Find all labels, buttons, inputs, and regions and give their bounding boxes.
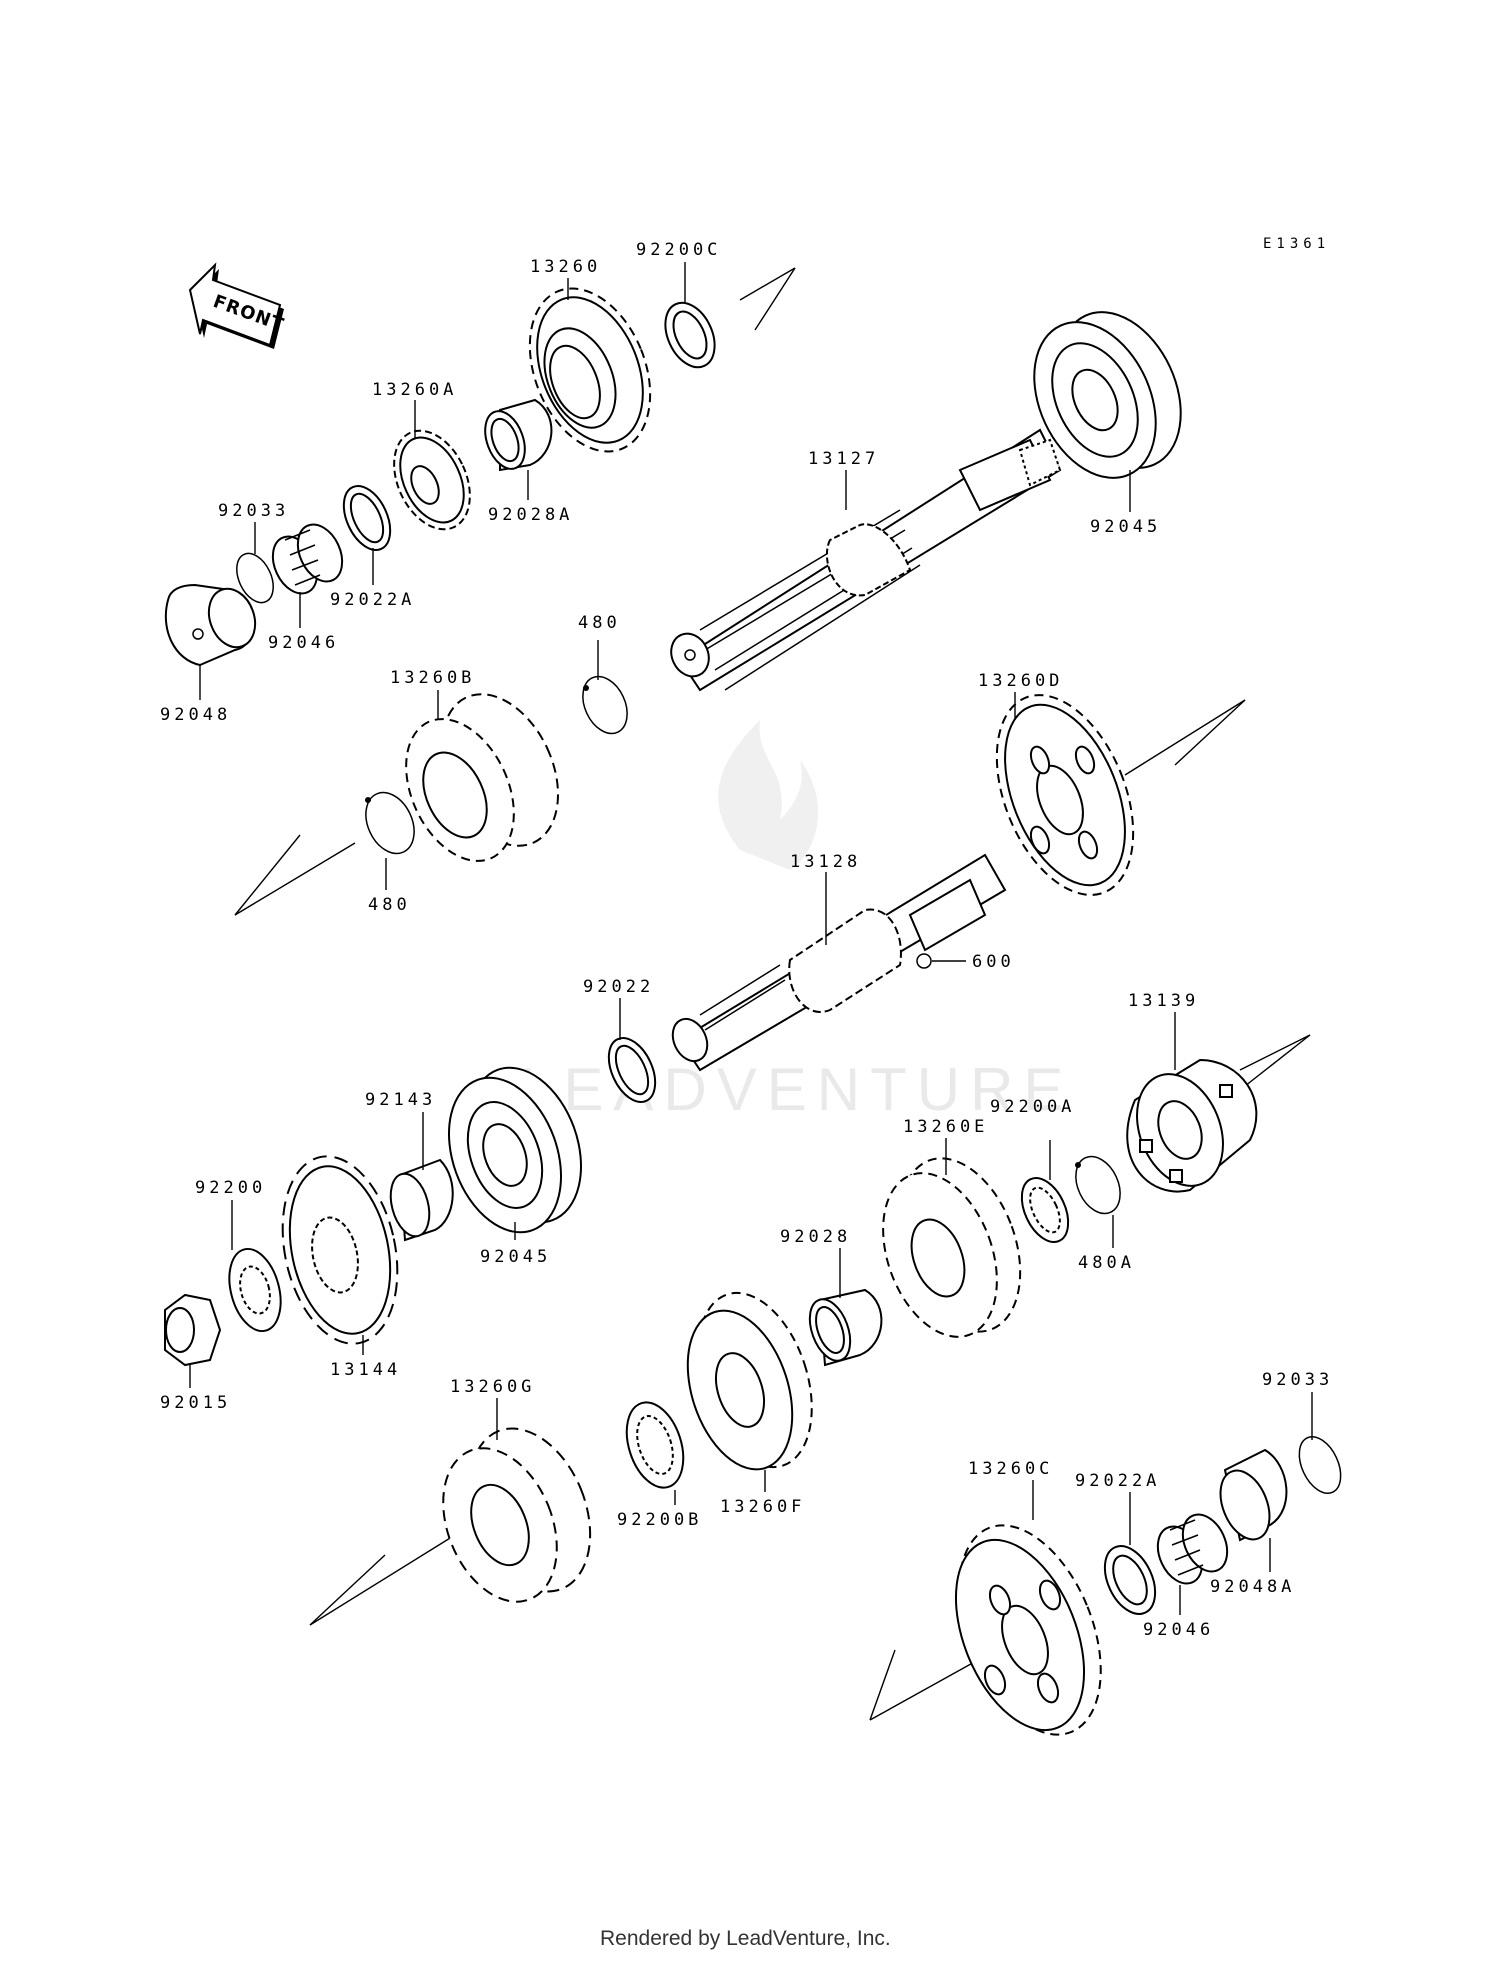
shaft-13128[interactable] bbox=[666, 853, 1007, 1072]
part-labels: 13260 92200C 13260A 92028A 92033 92022A … bbox=[160, 240, 1333, 1640]
collar-92143[interactable] bbox=[384, 1158, 454, 1242]
label-480A[interactable]: 480A bbox=[1078, 1253, 1135, 1273]
collar-92048[interactable] bbox=[164, 582, 263, 667]
circlip-480A[interactable] bbox=[1067, 1149, 1129, 1220]
label-92143[interactable]: 92143 bbox=[365, 1090, 436, 1110]
sprocket-13144[interactable] bbox=[266, 1146, 413, 1355]
label-92046-a[interactable]: 92046 bbox=[268, 633, 339, 653]
leader-lines bbox=[189, 262, 1313, 1615]
gear-13260B[interactable] bbox=[385, 676, 581, 879]
label-92028A[interactable]: 92028A bbox=[488, 505, 573, 525]
label-92045-b[interactable]: 92045 bbox=[480, 1247, 551, 1267]
label-92022A-a[interactable]: 92022A bbox=[330, 590, 415, 610]
label-92200A[interactable]: 92200A bbox=[990, 1097, 1075, 1117]
gear-13260D[interactable] bbox=[970, 675, 1160, 915]
nut-92015[interactable] bbox=[164, 1293, 222, 1367]
label-13260C[interactable]: 13260C bbox=[968, 1459, 1053, 1479]
label-13260E[interactable]: 13260E bbox=[903, 1117, 988, 1137]
label-92022[interactable]: 92022 bbox=[583, 977, 654, 997]
label-92015[interactable]: 92015 bbox=[160, 1393, 231, 1413]
label-92028[interactable]: 92028 bbox=[780, 1227, 851, 1247]
bushing-92028A[interactable] bbox=[478, 398, 553, 474]
label-13260F[interactable]: 13260F bbox=[720, 1497, 805, 1517]
label-92033-a[interactable]: 92033 bbox=[218, 501, 289, 521]
label-92048A[interactable]: 92048A bbox=[1210, 1577, 1295, 1597]
diagram-code: E1361 bbox=[1263, 236, 1330, 252]
label-13260D[interactable]: 13260D bbox=[978, 671, 1063, 691]
label-13139[interactable]: 13139 bbox=[1128, 991, 1199, 1011]
washer-92022A-a[interactable] bbox=[335, 479, 400, 558]
label-13260[interactable]: 13260 bbox=[530, 257, 601, 277]
front-arrow-icon: FRONT bbox=[188, 262, 287, 349]
label-92200B[interactable]: 92200B bbox=[617, 1510, 702, 1530]
washer-92022A-b[interactable] bbox=[1095, 1538, 1165, 1622]
washer-92200C[interactable] bbox=[656, 295, 725, 375]
circlip-480-b[interactable] bbox=[357, 785, 424, 862]
footer-credit: Rendered by LeadVenture, Inc. bbox=[600, 1927, 891, 1950]
needle-bearing-92046-b[interactable] bbox=[1149, 1507, 1236, 1590]
gear-13260G[interactable] bbox=[422, 1411, 613, 1619]
label-600[interactable]: 600 bbox=[972, 952, 1015, 972]
label-13260G[interactable]: 13260G bbox=[450, 1377, 535, 1397]
needle-bearing-92046-a[interactable] bbox=[264, 517, 351, 600]
washer-92022[interactable] bbox=[600, 1031, 665, 1110]
label-13127[interactable]: 13127 bbox=[808, 449, 879, 469]
washer-92200B[interactable] bbox=[617, 1395, 694, 1495]
bushing-92028[interactable] bbox=[802, 1288, 883, 1367]
circlip-480-a[interactable] bbox=[574, 669, 636, 740]
label-480-a[interactable]: 480 bbox=[578, 613, 621, 633]
label-92045-a[interactable]: 92045 bbox=[1090, 517, 1161, 537]
label-13260A[interactable]: 13260A bbox=[372, 380, 457, 400]
hub-13139[interactable] bbox=[1121, 1058, 1258, 1199]
washer-92200A[interactable] bbox=[1013, 1171, 1078, 1250]
label-13128[interactable]: 13128 bbox=[790, 852, 861, 872]
bearing-92045-b[interactable] bbox=[429, 1052, 601, 1248]
label-13144[interactable]: 13144 bbox=[330, 1360, 401, 1380]
label-92200C[interactable]: 92200C bbox=[636, 240, 721, 260]
label-92022A-b[interactable]: 92022A bbox=[1075, 1471, 1160, 1491]
collar-92048A[interactable] bbox=[1211, 1448, 1288, 1547]
shaft-13127[interactable] bbox=[664, 428, 1062, 692]
label-92200[interactable]: 92200 bbox=[195, 1178, 266, 1198]
circlip-92033-a[interactable] bbox=[230, 548, 281, 609]
label-13260B[interactable]: 13260B bbox=[390, 668, 475, 688]
label-92046-b[interactable]: 92046 bbox=[1143, 1620, 1214, 1640]
gear-13260[interactable] bbox=[507, 271, 673, 470]
label-92048[interactable]: 92048 bbox=[160, 705, 231, 725]
watermark: LEADVENTURE bbox=[520, 720, 1063, 1123]
gear-13260E[interactable] bbox=[862, 1142, 1042, 1353]
gear-13260A[interactable] bbox=[379, 419, 485, 542]
gear-13260C[interactable] bbox=[931, 1505, 1129, 1755]
axis-lines bbox=[234, 267, 1311, 1721]
ball-600[interactable] bbox=[916, 953, 932, 969]
gear-13260F[interactable] bbox=[669, 1278, 832, 1482]
label-92033-b[interactable]: 92033 bbox=[1262, 1370, 1333, 1390]
label-480-b[interactable]: 480 bbox=[368, 895, 411, 915]
lock-washer-92200[interactable] bbox=[221, 1243, 289, 1337]
circlip-92033-b[interactable] bbox=[1291, 1430, 1349, 1500]
bearing-92045-a[interactable] bbox=[1010, 292, 1204, 497]
